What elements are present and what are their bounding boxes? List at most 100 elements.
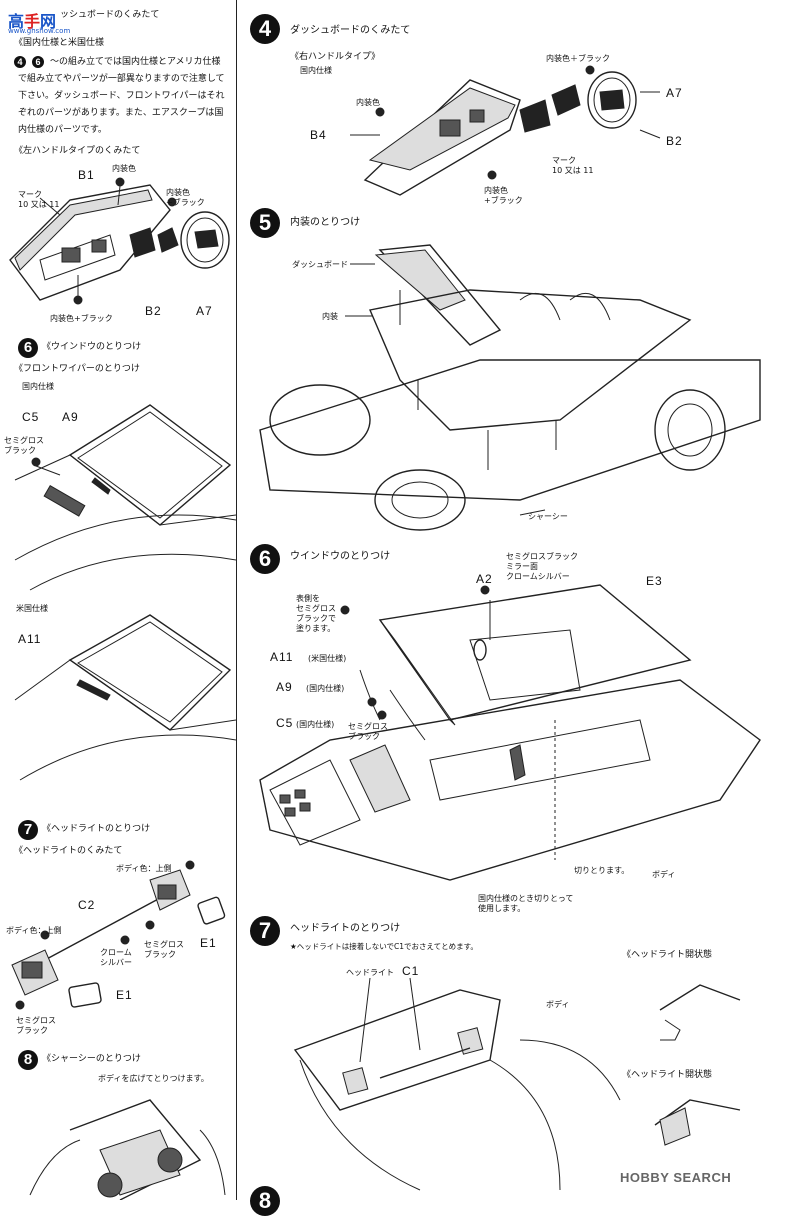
step6-sg: セミグロス [348, 722, 388, 731]
left-step7-heading: 《ヘッドライトのとりつけ [42, 824, 151, 834]
left-step8-heading: 《シャーシーのとりつけ [42, 1054, 141, 1064]
left-windshield-diagram [14, 404, 236, 591]
right-domestic-label: 国内仕様 [300, 66, 332, 75]
step6-cut: 切りとります。 [574, 866, 630, 875]
left-mark-sub: 10 又は 11 [18, 200, 60, 209]
para-step-6-badge: 6 [32, 56, 44, 68]
step7-body-label: ボディ [546, 1000, 570, 1009]
step6-note-2: 使用します。 [478, 904, 526, 913]
step6-inside-3: ブラックで [296, 614, 336, 623]
right-mark-label: マーク [552, 156, 576, 165]
left-step6-heading: 《ウインドウのとりつけ [42, 342, 142, 352]
step6-bk: ブラック [348, 732, 380, 741]
left-headlight-diagram [11, 860, 226, 1010]
hl-semigloss-2: セミグロス [16, 1016, 56, 1025]
left-domestic-label-1: 国内仕様 [22, 382, 54, 391]
left-step8-note: ボディを広げてとりつけます。 [98, 1074, 209, 1083]
hl-semigloss: セミグロス [144, 940, 184, 949]
step6-note-1: 国内仕様のとき切りとって [478, 894, 574, 903]
left-dashboard-diagram [9, 177, 230, 305]
left-part-a7: A7 [196, 304, 213, 318]
hl-black-2: ブラック [16, 1026, 48, 1035]
headlight-open-heading-1: 《ヘッドライト開状態 [622, 950, 713, 960]
right-step7-heading: ヘッドライトのとりつけ [290, 923, 401, 934]
step6-body: ボディ [652, 870, 676, 879]
hl-black: ブラック [144, 950, 176, 959]
left-step7-badge: 7 [18, 820, 38, 840]
right-color-black: 内装色＋ブラック [546, 54, 610, 63]
right-part-a9: A9 [276, 680, 293, 694]
left-part-e1-a: E1 [200, 936, 217, 950]
right-part-c5: C5 [276, 716, 294, 730]
left-color-label-1: 内装色 [112, 164, 136, 173]
left-part-a9: A9 [62, 410, 79, 424]
column-divider [236, 0, 237, 1200]
site-logo-url: www.ghshow.com [8, 27, 71, 35]
hl-silver: シルバー [100, 958, 132, 967]
right-color-label: 内装色 [356, 98, 380, 107]
right-step6-badge: 6 [250, 544, 280, 574]
right-c5-note: (国内仕様) [296, 720, 335, 729]
spec-paragraph: 〜の組み立てでは国内仕様とアメリカ仕様で組み立てやパーツが一部異なりますので注意… [18, 57, 225, 135]
right-rhd-heading: 《右ハンドルタイプ》 [290, 52, 381, 62]
step6-chrome: クロームシルバー [506, 572, 570, 581]
left-part-b2: B2 [145, 304, 162, 318]
step6-mirror: ミラー面 [506, 562, 538, 571]
interior-chassis-diagram [259, 244, 761, 531]
left-black-1: ブラック [4, 446, 36, 455]
right-part-b4: B4 [310, 128, 327, 142]
left-color-label-2-sub: +ブラック [166, 198, 205, 207]
right-step4-badge: 4 [250, 14, 280, 44]
left-step8-badge: 8 [18, 1050, 38, 1070]
step6-inside-2: セミグロス [296, 604, 336, 613]
left-sub-heading-spec: 《国内仕様と米国仕様 [14, 38, 105, 48]
left-lhd-heading: 《左ハンドルタイプのくみたて [14, 146, 141, 156]
right-step4-heading: ダッシュボードのくみたて [290, 25, 411, 36]
hl-body-color-top-1: ボディ色：上側 [116, 864, 172, 873]
right-part-c1: C1 [402, 964, 420, 978]
left-step6-badge: 6 [18, 338, 38, 358]
left-part-c2: C2 [78, 898, 96, 912]
step5-interior-label: 内装 [322, 312, 338, 321]
right-color-label-2-sub: +ブラック [484, 196, 523, 205]
right-part-a11: A11 [270, 650, 294, 664]
left-color-label-2: 内装色 [166, 188, 190, 197]
left-part-e1-b: E1 [116, 988, 133, 1002]
right-step7-note: ★ヘッドライトは接着しないでC1でおさえてとめます。 [290, 942, 478, 951]
left-us-windshield-diagram [14, 614, 236, 781]
para-step-4-badge: 4 [14, 56, 26, 68]
left-part-a11: A11 [18, 632, 42, 646]
step5-dashboard-label: ダッシュボード [292, 260, 348, 269]
hl-body-color-top-2: ボディ色：上側 [6, 926, 62, 935]
right-part-e3: E3 [646, 574, 663, 588]
right-a11-note: (米国仕様) [308, 654, 347, 663]
right-step7-badge: 7 [250, 916, 280, 946]
step5-chassis-label: シャーシー [528, 512, 568, 521]
right-dashboard-diagram [350, 65, 661, 196]
left-part-c5: C5 [22, 410, 40, 424]
right-part-a7: A7 [666, 86, 683, 100]
right-step5-badge: 5 [250, 208, 280, 238]
left-bottom-color: 内装色+ブラック [50, 314, 113, 323]
left-wiper-heading: 《フロントワイパーのとりつけ [14, 364, 140, 374]
right-mark-sub: 10 又は 11 [552, 166, 594, 175]
us-spec-label: 米国仕様 [16, 604, 48, 613]
left-step4-heading: ッシュボードのくみたて [60, 10, 160, 20]
right-color-label-2: 内装色 [484, 186, 508, 195]
right-step5-heading: 内装のとりつけ [290, 217, 361, 228]
right-part-b2: B2 [666, 134, 683, 148]
left-mark-label: マーク [18, 190, 42, 199]
left-headlight-heading: 《ヘッドライトのくみたて [14, 846, 123, 856]
headlight-open-heading-2: 《ヘッドライト開状態 [622, 1070, 713, 1080]
right-a9-note: (国内仕様) [306, 684, 345, 693]
hl-chrome: クローム [100, 948, 132, 957]
site-logo: 高手网 [8, 14, 57, 31]
left-chassis-hands-diagram [29, 1099, 226, 1200]
left-semigloss-1: セミグロス [4, 436, 44, 445]
window-body-diagram [259, 584, 761, 881]
step7-headlight-label: ヘッドライト [346, 968, 394, 977]
hobby-search-watermark: HOBBY SEARCH [620, 1170, 732, 1185]
left-part-b1: B1 [78, 168, 95, 182]
step6-inside-1: 表側を [296, 594, 320, 603]
